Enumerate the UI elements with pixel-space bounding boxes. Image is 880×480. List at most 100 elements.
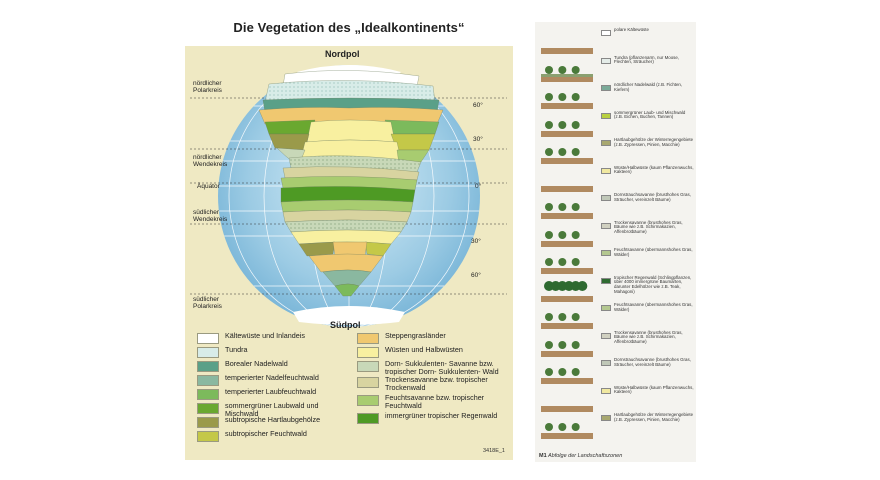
legend-item: Borealer Nadelwald [197, 360, 347, 375]
landscape-illustration [541, 280, 593, 302]
profile-swatch [601, 167, 611, 174]
caption-text: Abfolge der Landschaftszonen [547, 453, 623, 459]
label-tropic-south: südlicher Wendekreis [193, 209, 228, 223]
legend-label: Feuchtsavanne bzw. tropischer Feuchtwald [385, 393, 485, 410]
profile-row: Trockensavanne (brusthohes Gras, Bäume w… [535, 329, 696, 359]
profile-row: Feuchtsavanne (übermannshohes Gras, Wäld… [535, 247, 696, 276]
profile-label: Trockensavanne (brusthohes Gras, Bäume w… [614, 219, 683, 235]
profile-label: polare Kältewüste [614, 27, 649, 32]
legend-label: Dorn- Sukkulenten- Savanne bzw. tropisch… [385, 359, 499, 376]
map-code: 3418E_1 [482, 448, 505, 454]
landscape-illustration [541, 93, 593, 109]
legend-swatch [197, 389, 219, 400]
legend-label: temperierter Nadelfeuchtwald [225, 373, 319, 382]
legend-item: Trockensavanne bzw. tropischer Trockenwa… [357, 376, 507, 391]
legend-label: temperierter Laubfeuchtwald [225, 387, 317, 396]
profile-row: nördlicher Nadelwald (z.B. Fichten, Kief… [535, 82, 696, 111]
legend-swatch [357, 347, 379, 358]
profile-swatch [601, 140, 611, 146]
profile-swatch [601, 387, 611, 394]
profile-swatch [601, 250, 611, 256]
landscape-illustration [541, 48, 593, 54]
legend-swatch [197, 375, 219, 386]
landscape-illustration [541, 120, 593, 137]
caption-number: M1 [539, 453, 547, 459]
profile-swatch [601, 305, 611, 311]
profile-row: Feuchtsavanne (übermannshohes Gras, Wäld… [535, 302, 696, 331]
label-polar-south: südlicher Polarkreis [193, 296, 222, 310]
deg-30-south: 30° [471, 238, 481, 245]
profile-label: tropischer Regenwald (Schlingpflanzen, ü… [614, 274, 692, 294]
idealcontinent-map [190, 65, 507, 327]
profile-label: Trockensavanne (brusthohes Gras, Bäume w… [614, 329, 683, 345]
profile-row: Dornstrauchsavanne (brusthohes Gras, Str… [535, 192, 696, 221]
profile-swatch [601, 57, 611, 64]
profile-row: Wüste/Halbwüste (kaum Pflanzenwuchs, Kak… [535, 385, 696, 414]
legend-item: Dorn- Sukkulenten- Savanne bzw. tropisch… [357, 360, 507, 375]
profile-label: Tundra (pflanzenarm, nur Moose, Flechten… [614, 54, 679, 65]
label-equator: Äquator [197, 183, 220, 190]
legend-swatch [197, 403, 219, 414]
label-polar-north: nördlicher Polarkreis [193, 80, 222, 94]
landscape-illustration [541, 423, 593, 439]
profile-swatch [601, 112, 611, 119]
profile-row: polare Kältewüste [535, 27, 696, 56]
vegetation-map-panel: Nordpol Südpol nördlicher Polarkreis nör… [185, 46, 513, 460]
profile-label: sommergrüner Laub- und Mischwald (z.B. E… [614, 109, 686, 120]
legend-swatch [357, 413, 379, 424]
deg-60-north: 60° [473, 102, 483, 109]
legend-swatch [197, 417, 219, 428]
profile-label: Hartlaubgehölze der Winterregengebiete (… [614, 412, 694, 422]
latitude-dashes [190, 97, 507, 295]
legend-label: sommergrüner Laubwald und Mischwald [225, 401, 319, 418]
legend-item: Tundra [197, 346, 347, 361]
legend-label: Kältewüste und Inlandeis [225, 331, 305, 340]
profile-swatch [601, 85, 611, 91]
landscape-illustration [541, 148, 593, 164]
profile-label: Dornstrauchsavanne (brusthohes Gras, Str… [614, 192, 691, 202]
profile-row: tropischer Regenwald (Schlingpflanzen, ü… [535, 274, 696, 304]
legend-swatch [357, 333, 379, 344]
legend-item: immergrüner tropischer Regenwald [357, 412, 507, 427]
legend-label: Steppengrasländer [385, 331, 446, 340]
legend-label: subtropischer Feuchtwald [225, 429, 307, 438]
landscape-illustration [541, 313, 593, 329]
landscape-illustration [541, 340, 593, 357]
north-pole-label: Nordpol [325, 49, 360, 59]
profile-swatch [601, 30, 611, 36]
profile-row: Tundra (pflanzenarm, nur Moose, Flechten… [535, 54, 696, 84]
landscape-illustration [541, 65, 593, 82]
profile-swatch [601, 415, 611, 421]
landscape-illustration [541, 258, 593, 274]
profile-swatch [601, 332, 611, 339]
label-tropic-north: nördlicher Wendekreis [193, 154, 228, 168]
legend-swatch [197, 347, 219, 358]
profile-swatch [601, 360, 611, 366]
profile-swatch [601, 222, 611, 229]
deg-0: 0° [475, 183, 482, 190]
legend-swatch [197, 361, 219, 372]
profile-row: Wüste/Halbwüste (kaum Pflanzenwuchs, Kak… [535, 164, 696, 194]
landscape-illustration [541, 230, 593, 247]
legend-swatch [357, 361, 379, 372]
profile-label: Dornstrauchsavanne (brusthohes Gras, Str… [614, 357, 691, 367]
profile-row: sommergrüner Laub- und Mischwald (z.B. E… [535, 109, 696, 139]
landscape-illustration [541, 203, 593, 219]
deg-60-south: 60° [471, 272, 481, 279]
legend-label: Wüsten und Halbwüsten [385, 345, 463, 354]
landscape-illustration [541, 368, 593, 384]
profile-label: Wüste/Halbwüste (kaum Pflanzenwuchs, Kak… [614, 164, 694, 175]
legend-item: subtropische Hartlaubgehölze [197, 416, 347, 431]
continent [258, 70, 444, 297]
profile-caption: M1 Abfolge der Landschaftszonen [539, 453, 622, 459]
landscape-illustration [541, 185, 593, 192]
legend-item: temperierter Nadelfeuchtwald [197, 374, 347, 389]
landscape-illustration [541, 405, 593, 412]
legend-label: subtropische Hartlaubgehölze [225, 415, 321, 424]
page-title: Die Vegetation des „Idealkontinents“ [233, 20, 465, 35]
legend-label: Tundra [225, 345, 248, 354]
legend-swatch [357, 377, 379, 388]
legend-label: immergrüner tropischer Regenwald [385, 411, 498, 420]
